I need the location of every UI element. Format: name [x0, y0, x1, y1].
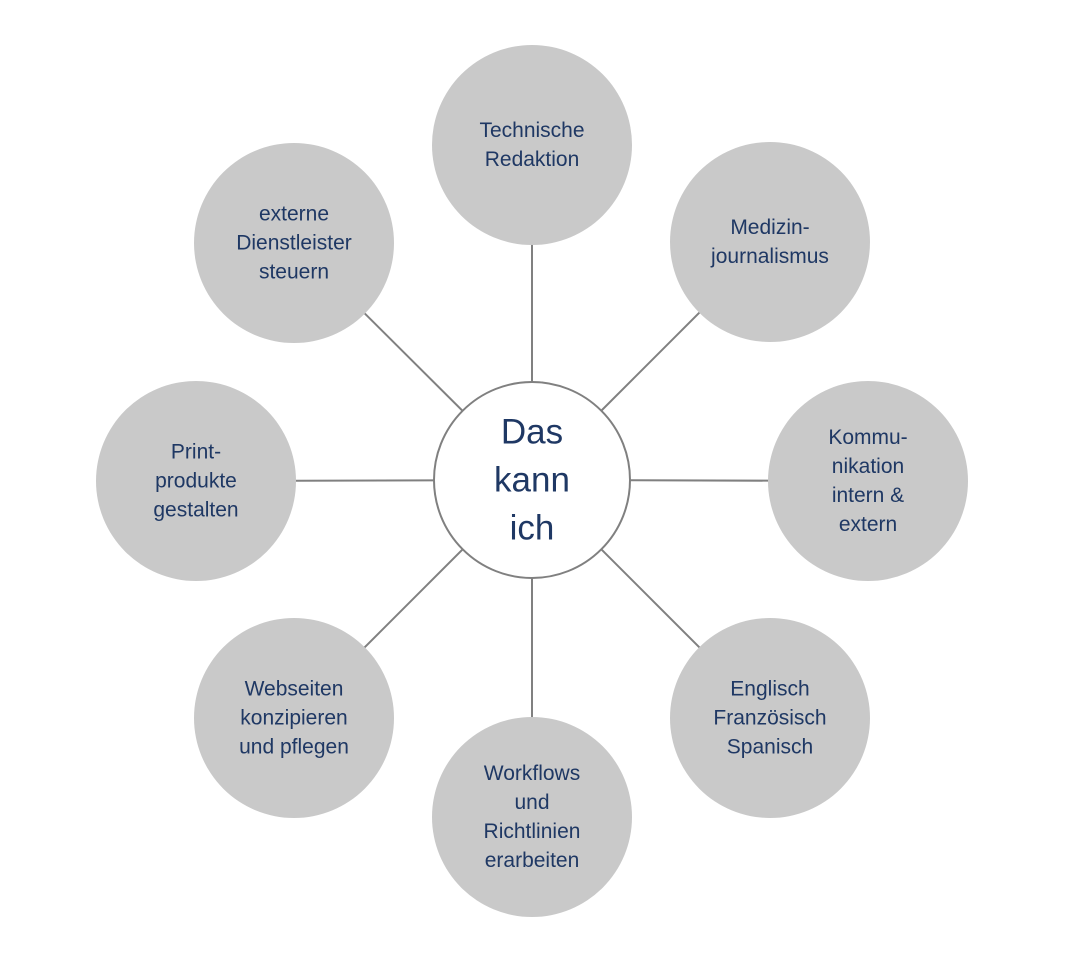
skill-node-printprodukte: Print-produkte gestalten	[96, 381, 296, 581]
skill-label-line: Englisch	[730, 678, 809, 701]
skill-label-line: Dienstleister	[236, 232, 352, 255]
skill-label-line: intern &	[832, 484, 904, 507]
skill-label-line: Redaktion	[485, 148, 580, 171]
center-label-line: ich	[510, 509, 555, 548]
skill-label-line: Medizin-	[730, 216, 809, 239]
skill-label-line: Kommu-	[828, 426, 907, 449]
skill-circle	[432, 717, 632, 917]
skill-label-line: und	[514, 791, 549, 814]
center-label-line: Das	[501, 413, 563, 452]
skill-circle	[670, 618, 870, 818]
skill-node-medizinjournalismus: Medizin-journalismus	[670, 142, 870, 342]
skill-label-line: Richtlinien	[484, 820, 581, 843]
skill-label-line: Spanisch	[727, 736, 813, 759]
skill-circle	[194, 143, 394, 343]
skill-label-line: extern	[839, 513, 897, 536]
skill-circle	[194, 618, 394, 818]
skill-label-line: und pflegen	[239, 736, 349, 759]
skill-label-line: produkte	[155, 470, 237, 493]
skill-node-webseiten: Webseiten konzipieren und pflegen	[194, 618, 394, 818]
skill-label-line: externe	[259, 203, 329, 226]
center-label-line: kann	[494, 461, 570, 500]
skill-circle	[432, 45, 632, 245]
skill-label-line: Print-	[171, 441, 221, 464]
skill-label-line: Technische	[479, 119, 584, 142]
skill-nodes: TechnischeRedaktionMedizin-journalismusK…	[96, 45, 968, 917]
skill-circle	[670, 142, 870, 342]
skill-label-line: konzipieren	[240, 707, 347, 730]
skill-label-line: nikation	[832, 455, 904, 478]
skill-label-line: Workflows	[484, 762, 580, 785]
skill-label-line: journalismus	[710, 245, 829, 268]
skill-label-line: erarbeiten	[485, 849, 580, 872]
skill-label-line: steuern	[259, 261, 329, 284]
skill-label-line: Französisch	[713, 707, 826, 730]
skill-circle	[96, 381, 296, 581]
skill-circle	[768, 381, 968, 581]
skill-node-kommunikation: Kommu-nikation intern & extern	[768, 381, 968, 581]
skill-label-line: Webseiten	[245, 678, 344, 701]
center-circle	[433, 381, 631, 579]
skill-label-line: gestalten	[153, 499, 238, 522]
center-node: Das kann ich	[433, 381, 631, 579]
